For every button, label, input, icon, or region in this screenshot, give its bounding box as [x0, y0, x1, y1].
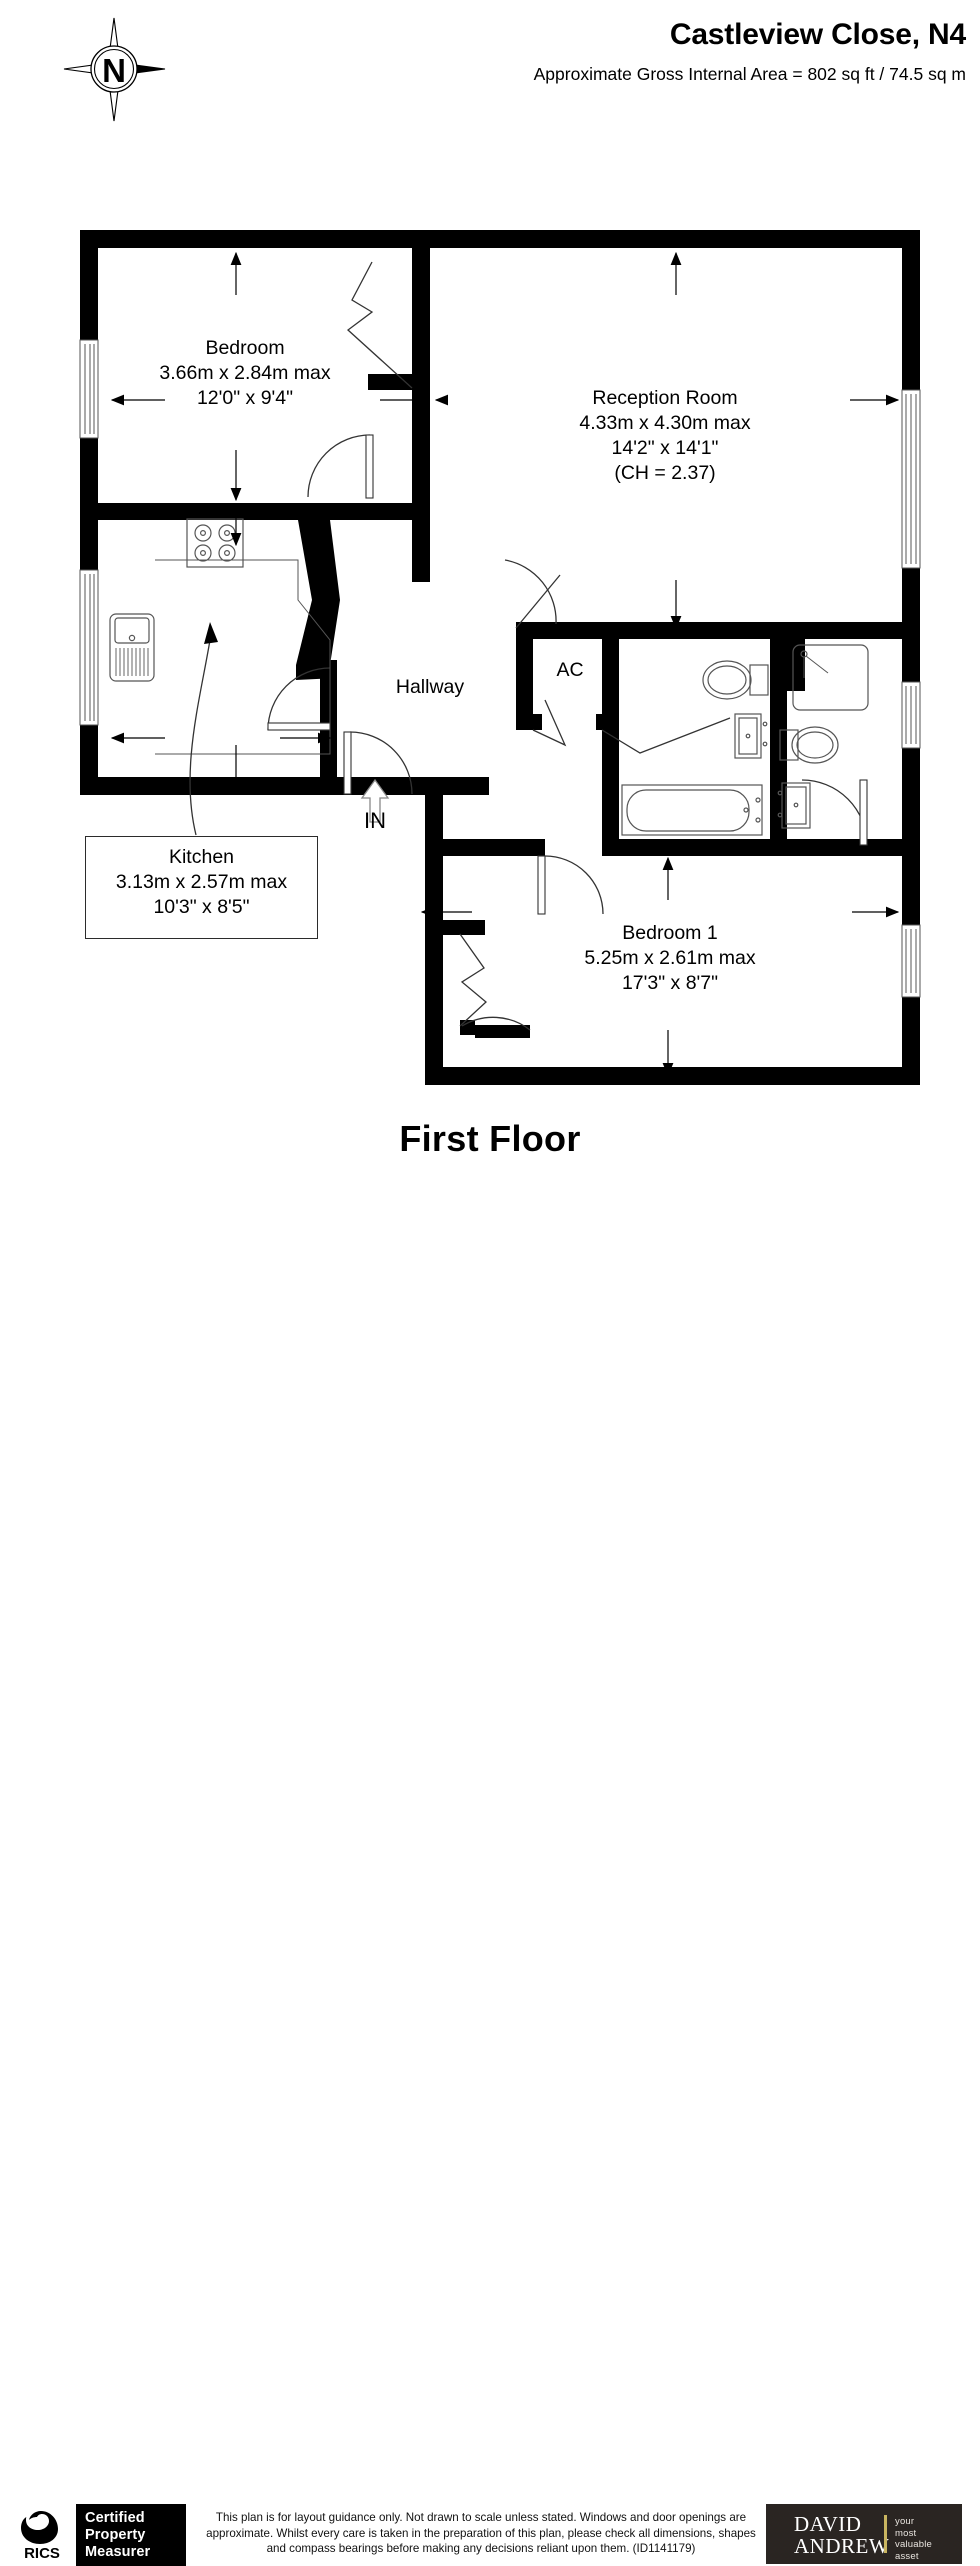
room-imperial-reception-room: 14'2" x 14'1" [611, 437, 719, 459]
tagline-line-2: most [895, 2527, 917, 2539]
dimension-arrows [110, 251, 900, 1077]
window-bedroom1-right [901, 924, 921, 998]
disclaimer-text: This plan is for layout guidance only. N… [206, 2511, 756, 2556]
room-label-bedroom-1: Bedroom 1 5.25m x 2.61m max 17'3" x 8'7" [515, 921, 825, 996]
room-imperial-bedroom: 12'0" x 9'4" [196, 387, 294, 409]
svg-text:RICS: RICS [24, 2545, 60, 2562]
room-imperial-bedroom-1: 17'3" x 8'7" [621, 972, 719, 994]
badge-line-2: Property [85, 2527, 146, 2543]
window-reception-right [901, 389, 921, 569]
agent-name-line-1: DAVID [794, 2512, 862, 2536]
badge-line-1: Certified [85, 2510, 145, 2526]
compass-rose-icon: N [63, 17, 166, 122]
room-ceiling-height-reception-room: (CH = 2.37) [614, 462, 716, 484]
window-kitchen-left [79, 569, 99, 726]
agent-name-line-2: ANDREW [794, 2534, 890, 2558]
room-label-bedroom: Bedroom 3.66m x 2.84m max 12'0" x 9'4" [60, 336, 430, 411]
sink-icon [109, 613, 155, 682]
window-bedroom-left [79, 339, 99, 439]
door-bathroom [537, 855, 604, 915]
basin-icon-bathroom [734, 713, 768, 759]
hob-icon [186, 518, 244, 568]
room-imperial-kitchen: 10'3" x 8'5" [153, 896, 250, 918]
door-ac-cupboard [532, 699, 731, 754]
page-title: Castleview Close, N4 [669, 18, 966, 51]
room-name-bedroom-1: Bedroom 1 [622, 922, 718, 944]
rics-logo: RICS [14, 2506, 70, 2562]
kitchen-label-box [85, 836, 318, 939]
door-ensuite [801, 779, 868, 846]
compass-rose: N [52, 12, 177, 127]
wc-icon-bathroom [702, 660, 769, 700]
door-bedroom [307, 434, 374, 499]
tagline-line-1: your [895, 2516, 915, 2527]
floor-caption: First Floor [399, 1118, 581, 1159]
door-hallway-side [504, 559, 561, 629]
room-name-kitchen: Kitchen [168, 846, 235, 868]
door-bedroom1-folding [459, 933, 531, 1031]
wall-bedroom-reception [412, 248, 430, 408]
room-label-kitchen: Kitchen 3.13m x 2.57m max 10'3" x 8'5" [85, 845, 318, 920]
door-reception-folding [346, 261, 413, 389]
wc-icon-ensuite [779, 726, 839, 764]
compass-north-label: N [102, 52, 126, 89]
badge-line-3: Measurer [85, 2544, 151, 2560]
entrance-arrow-icon [360, 778, 390, 823]
room-name-reception-room: Reception Room [592, 387, 738, 409]
certified-property-measurer-badge: Certified Property Measurer [76, 2504, 186, 2566]
agent-accent-bar [884, 2515, 887, 2553]
wall-bath-ensuite [770, 639, 787, 839]
wall-bathroom-bedroom1 [602, 839, 802, 856]
entrance-label: IN [364, 808, 386, 833]
window-ensuite-right [901, 681, 921, 749]
wall-kitchen-angled [296, 520, 340, 665]
wall-bedroom-kitchen [98, 503, 298, 520]
room-label-ac-cupboard: AC [556, 659, 584, 681]
tagline-line-4: asset [895, 2550, 919, 2562]
room-label-reception-room: Reception Room 4.33m x 4.30m max 14'2" x… [480, 386, 850, 486]
agent-logo-david-andrew: DAVID ANDREW your most valuable asset [766, 2504, 962, 2564]
footer: RICS Certified Property Measurer This pl… [0, 1248, 980, 2566]
room-metric-bedroom-1: 5.25m x 2.61m max [584, 947, 756, 969]
tagline-line-3: valuable [895, 2539, 932, 2550]
room-metric-bedroom: 3.66m x 2.84m max [159, 362, 331, 384]
gross-internal-area: Approximate Gross Internal Area = 802 sq… [533, 64, 966, 84]
agent-name: DAVID ANDREW [794, 2513, 889, 2557]
wall-bathroom-top [516, 622, 902, 639]
room-name-bedroom: Bedroom [205, 337, 285, 359]
agent-tagline: your most valuable asset [895, 2516, 932, 2562]
room-metric-reception-room: 4.33m x 4.30m max [579, 412, 751, 434]
room-metric-kitchen: 3.13m x 2.57m max [115, 871, 288, 893]
bath-icon [621, 784, 763, 836]
door-entrance [343, 731, 413, 795]
basin-icon-ensuite [777, 782, 811, 829]
floor-plan-drawing: .w { fill:#000000; } .fx { fill:none; st… [0, 0, 980, 1120]
room-label-hallway: Hallway [395, 676, 465, 698]
shower-icon [792, 644, 869, 711]
